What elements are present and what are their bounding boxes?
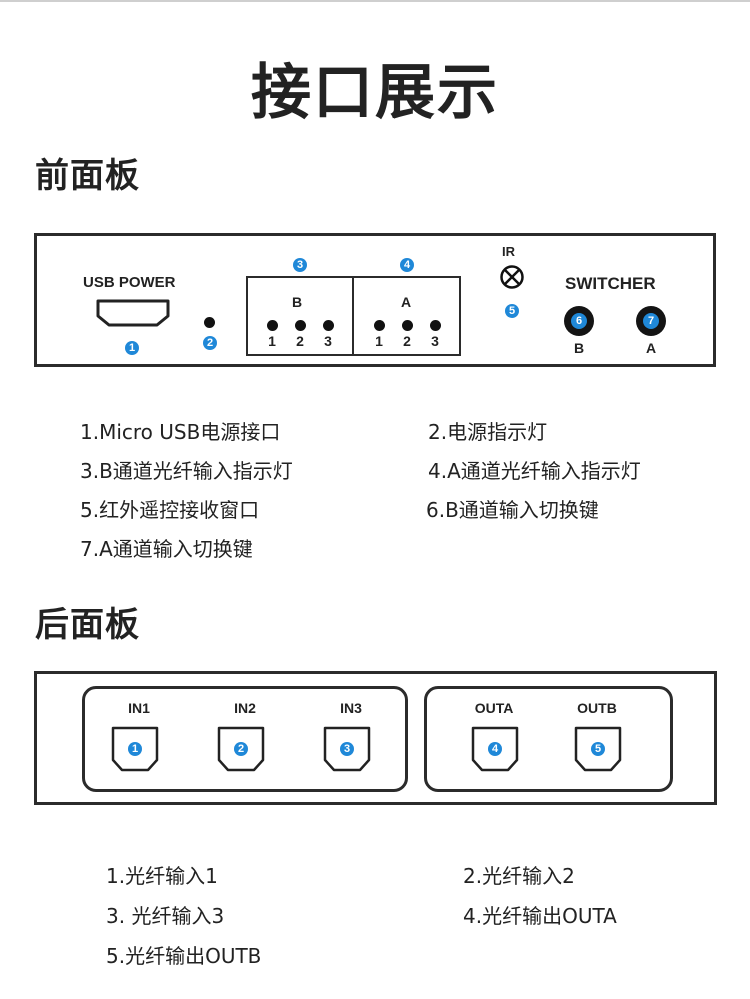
port-outb-label: OUTB — [577, 700, 617, 716]
top-divider — [0, 0, 750, 2]
switch-a-label: A — [646, 340, 657, 356]
port-in1-label: IN1 — [128, 700, 150, 716]
led-b2 — [295, 320, 306, 331]
port-in1: 1 — [111, 726, 159, 772]
led-b1-number: 1 — [268, 333, 276, 349]
switch-button-b: 6 — [564, 306, 594, 336]
port-outb-badge: 5 — [591, 742, 605, 756]
output-port-group — [424, 686, 673, 792]
group-a-label: A — [401, 294, 412, 310]
port-in3-label: IN3 — [340, 700, 362, 716]
switcher-label: SWITCHER — [565, 274, 656, 293]
led-b3 — [323, 320, 334, 331]
front-item-7: 7.A通道输入切换键 — [80, 537, 253, 561]
led-b3-number: 3 — [324, 333, 332, 349]
switch-b-badge: 6 — [571, 313, 587, 329]
led-b2-number: 2 — [296, 333, 304, 349]
switch-button-a: 7 — [636, 306, 666, 336]
rear-item-4: 4.光纤输出OUTA — [463, 904, 617, 928]
rear-item-2: 2.光纤输入2 — [463, 864, 575, 888]
front-panel-heading: 前面板 — [35, 156, 140, 196]
ir-badge: 5 — [505, 304, 519, 318]
port-outa-badge: 4 — [488, 742, 502, 756]
port-outa: 4 — [471, 726, 519, 772]
led-indicator-box: B 1 2 3 A 1 2 3 — [246, 276, 461, 356]
group-b-label: B — [292, 294, 303, 310]
rear-item-3: 3. 光纤输入3 — [106, 904, 225, 928]
group-b-badge: 3 — [293, 258, 307, 272]
group-a-badge: 4 — [400, 258, 414, 272]
front-item-4: 4.A通道光纤输入指示灯 — [428, 459, 641, 483]
port-in1-badge: 1 — [128, 742, 142, 756]
front-item-1: 1.Micro USB电源接口 — [80, 420, 281, 444]
led-box-divider — [352, 278, 354, 354]
port-in2-badge: 2 — [234, 742, 248, 756]
led-b1 — [267, 320, 278, 331]
power-led — [204, 317, 215, 328]
front-panel-diagram: USB POWER 1 2 3 4 B 1 2 3 A 1 2 3 IR 5 S… — [34, 233, 716, 367]
switch-a-badge: 7 — [643, 313, 659, 329]
led-a1 — [374, 320, 385, 331]
led-a3 — [430, 320, 441, 331]
port-in3: 3 — [323, 726, 371, 772]
ir-label: IR — [502, 244, 515, 259]
port-in2-label: IN2 — [234, 700, 256, 716]
rear-panel-diagram: IN1 1 IN2 2 IN3 3 OUTA 4 OUTB 5 — [34, 671, 717, 805]
led-a2-number: 2 — [403, 333, 411, 349]
rear-panel-heading: 后面板 — [35, 605, 140, 645]
led-a1-number: 1 — [375, 333, 383, 349]
port-outa-label: OUTA — [474, 700, 514, 716]
switch-b-label: B — [574, 340, 585, 356]
port-in2: 2 — [217, 726, 265, 772]
front-item-3: 3.B通道光纤输入指示灯 — [80, 459, 293, 483]
front-item-6: 6.B通道输入切换键 — [426, 498, 599, 522]
led-a3-number: 3 — [431, 333, 439, 349]
front-item-2: 2.电源指示灯 — [428, 420, 548, 444]
usb-power-label: USB POWER — [83, 274, 176, 291]
page-title: 接口展示 — [251, 58, 499, 128]
led-a2 — [402, 320, 413, 331]
power-led-badge: 2 — [203, 336, 217, 350]
rear-item-1: 1.光纤输入1 — [106, 864, 218, 888]
usb-badge: 1 — [125, 341, 139, 355]
front-item-5: 5.红外遥控接收窗口 — [80, 498, 260, 522]
micro-usb-port-icon — [96, 299, 170, 327]
rear-item-5: 5.光纤输出OUTB — [106, 944, 262, 968]
input-port-group — [82, 686, 408, 792]
ir-receiver-icon — [500, 265, 524, 289]
port-in3-badge: 3 — [340, 742, 354, 756]
port-outb: 5 — [574, 726, 622, 772]
